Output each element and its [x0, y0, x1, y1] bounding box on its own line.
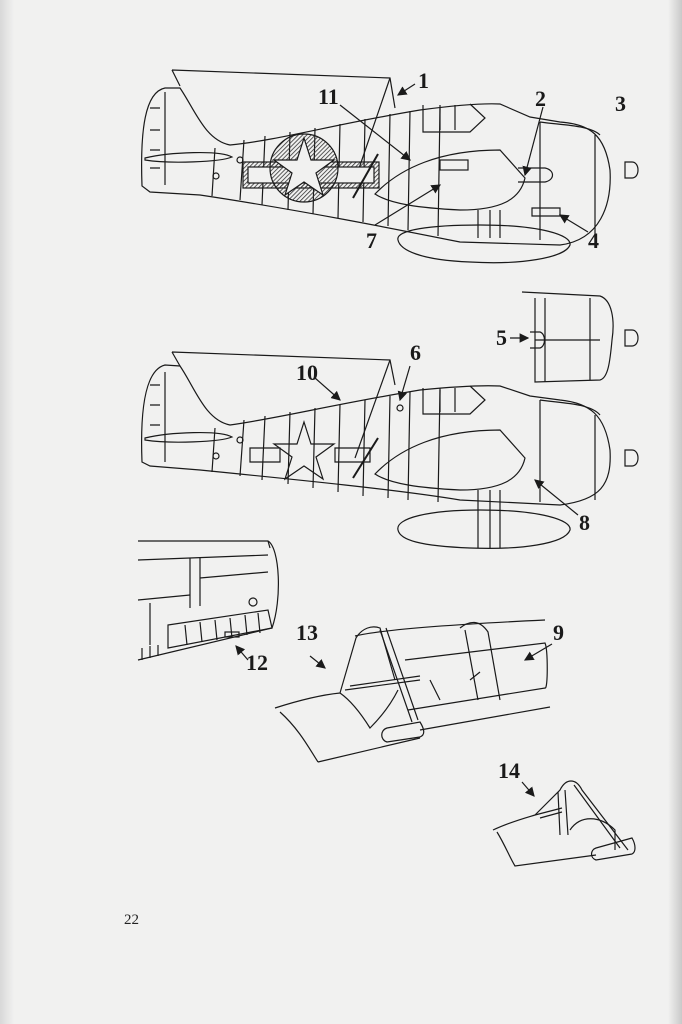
page-edge-shadow-right	[668, 0, 682, 1024]
callout-7: 7	[366, 228, 377, 253]
middle-aircraft-profile	[141, 351, 639, 549]
callout-8: 8	[579, 510, 590, 535]
windscreen-detail-drawing	[492, 780, 636, 867]
callout-13: 13	[296, 620, 318, 645]
callout-10: 10	[296, 360, 318, 385]
callout-4: 4	[588, 228, 599, 253]
callout-11: 11	[318, 84, 339, 109]
callout-6: 6	[410, 340, 421, 365]
nose-detail-drawing	[510, 291, 639, 383]
callout-3: 3	[615, 91, 626, 116]
callout-5: 5	[496, 325, 507, 350]
page-edge-shadow-left	[0, 0, 14, 1024]
callout-2: 2	[535, 86, 546, 111]
canopy-detail-drawing	[274, 619, 553, 763]
page-number: 22	[124, 912, 139, 928]
callout-1: 1	[418, 68, 429, 93]
callout-9: 9	[553, 620, 564, 645]
callout-14: 14	[498, 758, 520, 783]
wing-detail-drawing	[137, 540, 279, 661]
callout-12: 12	[246, 650, 268, 675]
top-aircraft-profile	[141, 69, 639, 264]
